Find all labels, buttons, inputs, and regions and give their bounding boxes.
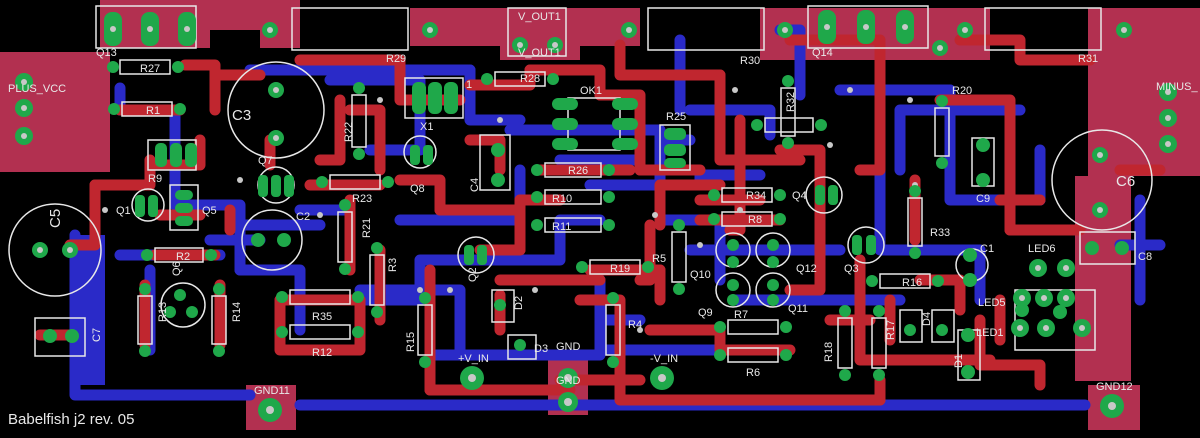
label-q10: Q10	[690, 269, 711, 281]
label-r3: R3	[387, 258, 399, 272]
label-r12: R12	[312, 347, 332, 359]
label-q11: Q11	[788, 303, 808, 315]
label-r28: R28	[520, 73, 540, 85]
label-r26: R26	[568, 165, 588, 177]
label-led1: LED1	[976, 327, 1004, 339]
label-r14: R14	[231, 302, 243, 322]
label-c3: C3	[232, 107, 251, 124]
label-r7: R7	[734, 309, 748, 321]
label-ok1: OK1	[580, 85, 602, 97]
label-pin1: 1	[466, 79, 472, 91]
label-r23: R23	[352, 193, 372, 205]
label-q7: Q7	[258, 155, 273, 167]
label-r21: R21	[361, 218, 373, 238]
label-d3: D3	[534, 343, 548, 355]
label-r13: R13	[157, 302, 169, 322]
label-q13: Q13	[96, 47, 117, 59]
label-r19: R19	[610, 263, 630, 275]
label-v-out1-b: V_OUT1	[518, 47, 561, 59]
label-r34: R34	[746, 190, 766, 202]
label-r9: R9	[148, 173, 162, 185]
label-r16: R16	[902, 277, 922, 289]
label-r15: R15	[405, 332, 417, 352]
label-c8: C8	[1138, 251, 1152, 263]
label-r25: R25	[666, 111, 686, 123]
label-r4: R4	[628, 319, 642, 331]
label-led6: LED6	[1028, 243, 1056, 255]
label-r5: R5	[652, 253, 666, 265]
label-d1: D1	[953, 354, 965, 368]
label-x1: X1	[420, 121, 433, 133]
label-c7: C7	[91, 328, 103, 342]
label-gnd12: GND12	[1096, 381, 1133, 393]
label-gnd-b: GND	[556, 375, 581, 387]
label-r35: R35	[312, 311, 332, 323]
board-title: Babelfish j2 rev. 05	[8, 411, 134, 428]
label-r29: R29	[386, 53, 406, 65]
resistors	[119, 59, 950, 369]
label-r1: R1	[146, 105, 160, 117]
label-r32: R32	[785, 92, 797, 112]
label-q14: Q14	[812, 47, 833, 59]
vias	[21, 24, 1171, 414]
label-c1: C1	[980, 243, 994, 255]
label-q1: Q1	[116, 205, 131, 217]
label-q4: Q4	[792, 190, 807, 202]
label-q5: Q5	[202, 205, 217, 217]
label-c2: C2	[296, 211, 310, 223]
label-plus-vcc: PLUS_VCC	[8, 83, 66, 95]
label-r30: R30	[740, 55, 760, 67]
component-labels: Q13 R27 R1 PLUS_VCC C3 R29 V_OUT1 V_OUT1…	[8, 11, 1198, 397]
label-c4: C4	[469, 178, 481, 192]
label-r2: R2	[176, 251, 190, 263]
label-r11: R11	[552, 221, 571, 233]
label-q6: Q6	[171, 261, 183, 276]
label-r22: R22	[343, 122, 355, 142]
label-r31: R31	[1078, 53, 1098, 65]
label-q9: Q9	[698, 307, 713, 319]
label-q2: Q2	[467, 267, 479, 282]
label-c9: C9	[976, 193, 990, 205]
label-q12: Q12	[796, 263, 817, 275]
label-led5: LED5	[978, 297, 1006, 309]
label-q3: Q3	[844, 263, 859, 275]
label-r17: R17	[885, 320, 897, 340]
label-v-in-minus: -V_IN	[650, 353, 678, 365]
label-c6: C6	[1116, 173, 1135, 190]
label-gnd-a: GND	[556, 341, 581, 353]
resistor-pads	[107, 61, 948, 381]
label-r6: R6	[746, 367, 760, 379]
label-r20: R20	[952, 85, 972, 97]
label-d4: D4	[921, 312, 933, 326]
label-v-out1: V_OUT1	[518, 11, 561, 23]
label-minus: MINUS_	[1156, 81, 1198, 93]
label-r27: R27	[140, 63, 160, 75]
label-r10: R10	[552, 193, 572, 205]
label-gnd11: GND11	[254, 385, 290, 397]
label-r18: R18	[823, 342, 835, 362]
label-r33: R33	[930, 227, 950, 239]
label-v-in-plus: +V_IN	[458, 353, 489, 365]
label-c5: C5	[47, 209, 64, 228]
label-d2: D2	[513, 296, 525, 310]
label-r8: R8	[748, 214, 762, 226]
silkscreen-outlines	[8, 5, 1153, 381]
label-q8: Q8	[410, 183, 425, 195]
